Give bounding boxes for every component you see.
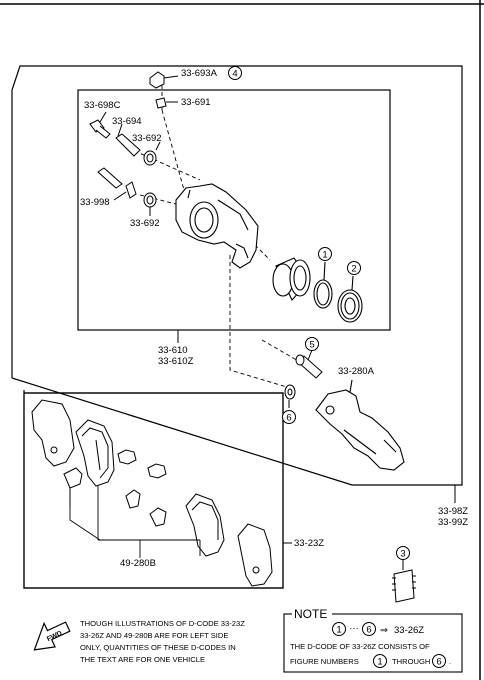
note-line-3-start: FIGURE NUMBERS — [290, 657, 359, 666]
circle-3: 3 — [400, 549, 405, 560]
dust-boot — [337, 275, 363, 323]
pad-clip-upper — [117, 449, 137, 465]
label-33-610: 33-610 — [158, 345, 188, 356]
pad-clip-lower-1 — [125, 489, 141, 509]
lower-guide-pin — [97, 167, 137, 201]
caliper-assembly-box — [77, 89, 391, 331]
pin-boot-lower — [143, 192, 157, 216]
pad-kit-leaders — [69, 486, 201, 558]
label-33-280a: 33-280A — [338, 366, 375, 377]
outer-assembly-frame — [11, 65, 463, 486]
circle-4: 4 — [232, 69, 237, 80]
piston-seal — [313, 261, 333, 309]
footnote-line-3: ONLY, QUANTITIES OF THESE D-CODES IN — [80, 643, 236, 652]
note-line-2: THE D-CODE OF 33-26Z CONSISTS OF — [290, 642, 430, 651]
label-33-693a: 33-693A — [181, 68, 218, 79]
callout-circles — [228, 66, 446, 668]
label-33-692-upper: 33-692 — [132, 133, 162, 144]
outer-shim-right — [237, 523, 273, 587]
circle-5: 5 — [309, 340, 314, 351]
grease-packet — [392, 558, 416, 603]
label-33-23z: 33-23Z — [294, 538, 324, 549]
note-figure-6: 6 — [436, 657, 441, 668]
anti-rattle-spring — [63, 467, 83, 508]
label-33-698c: 33-698C — [84, 100, 121, 111]
brake-pad-left — [75, 419, 115, 487]
outer-shim-left — [31, 399, 75, 467]
note-range-dots: ··· — [349, 623, 359, 634]
footnote-line-2: 33-26Z AND 49-280B ARE FOR LEFT SIDE — [80, 631, 228, 640]
piston — [272, 257, 311, 301]
bleeder-screw — [155, 97, 178, 109]
forward-arrow-icon: FWD — [33, 621, 71, 651]
label-33-692-lower: 33-692 — [130, 218, 160, 229]
note-range-start: 1 — [336, 625, 341, 636]
label-33-610z: 33-610Z — [158, 356, 194, 367]
caliper-bracket — [315, 379, 405, 471]
circle-1: 1 — [322, 250, 327, 261]
pad-clip-lower-2 — [149, 507, 167, 527]
note-range-end: 6 — [366, 625, 371, 636]
note-box — [283, 613, 463, 673]
label-33-694: 33-694 — [112, 116, 142, 127]
footnote-line-4: THE TEXT ARE FOR ONE VEHICLE — [80, 655, 205, 664]
label-33-998: 33-998 — [80, 197, 110, 208]
note-arrow: ⇒ — [380, 625, 388, 636]
guide-pin — [115, 123, 141, 157]
bracket-bolt — [295, 349, 323, 379]
bracket-washer — [284, 384, 296, 408]
label-33-99z: 33-99Z — [438, 517, 468, 528]
circle-6: 6 — [286, 413, 291, 424]
note-figure-1: 1 — [377, 657, 382, 668]
caliper-body — [175, 183, 259, 269]
label-49-280b: 49-280B — [120, 558, 156, 569]
note-period: . — [449, 657, 451, 666]
note-through: THROUGH — [392, 657, 430, 666]
bleeder-cap — [149, 71, 179, 89]
label-33-98z: 33-98Z — [438, 506, 468, 517]
footnote-line-1: THOUGH ILLUSTRATIONS OF D-CODE 33-23Z — [80, 619, 245, 628]
label-33-691: 33-691 — [181, 97, 211, 108]
pad-clip-middle — [147, 463, 167, 479]
pad-kit-outline — [23, 392, 284, 589]
pin-boot-upper — [143, 141, 161, 166]
brake-pad-right — [185, 493, 225, 557]
note-code: 33-26Z — [394, 625, 424, 636]
note-title: NOTE — [294, 607, 327, 621]
circle-2: 2 — [351, 264, 356, 275]
note-title-mask — [292, 607, 332, 619]
guide-pin-bolt — [89, 111, 111, 139]
